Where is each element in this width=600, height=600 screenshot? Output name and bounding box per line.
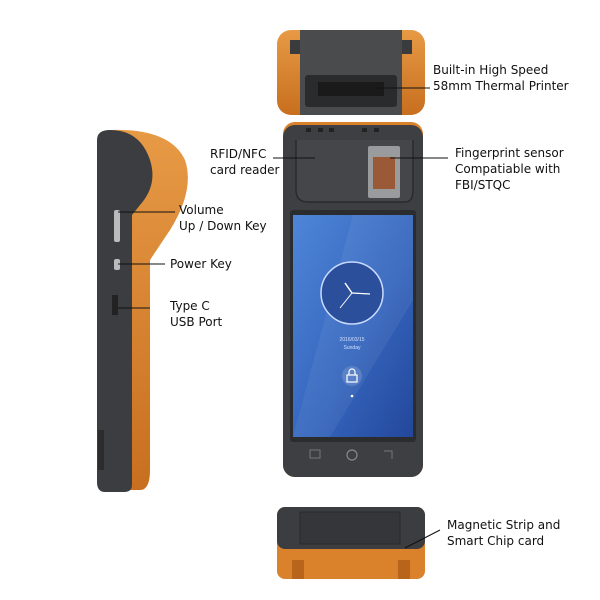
printer-top-view xyxy=(277,30,425,115)
fingerprint-sensor xyxy=(368,146,400,198)
fingerprint-label-line1: Fingerprint sensor xyxy=(455,146,564,160)
leader-lines xyxy=(118,87,448,549)
device-front-view: 2016/03/15 Sunday xyxy=(283,122,423,477)
power-key[interactable] xyxy=(114,259,120,270)
printer-label-line1: Built-in High Speed xyxy=(433,63,549,77)
usb-label: Type C USB Port xyxy=(170,298,222,330)
volume-key[interactable] xyxy=(114,210,120,242)
usb-c-port xyxy=(112,295,118,315)
lock-icon[interactable] xyxy=(342,366,362,386)
rfid-label-line2: card reader xyxy=(210,163,280,177)
volume-label-line2: Up / Down Key xyxy=(179,219,267,233)
fingerprint-label-line2: Compatiable with xyxy=(455,162,561,176)
screen-day: Sunday xyxy=(344,345,361,351)
back-icon[interactable] xyxy=(384,450,393,459)
rfid-label: RFID/NFC card reader xyxy=(210,146,279,178)
power-label: Power Key xyxy=(170,256,232,272)
usb-label-line2: USB Port xyxy=(170,315,223,329)
magnetic-label: Magnetic Strip and Smart Chip card xyxy=(447,517,560,549)
touch-screen xyxy=(293,215,413,437)
menu-icon[interactable] xyxy=(309,449,321,459)
home-icon[interactable] xyxy=(346,449,358,461)
printer-label: Built-in High Speed 58mm Thermal Printer xyxy=(433,62,569,94)
usb-label-line1: Type C xyxy=(170,299,210,313)
device-bottom-view xyxy=(277,507,425,579)
printer-label-line2: 58mm Thermal Printer xyxy=(433,79,569,93)
volume-label-line1: Volume xyxy=(179,203,224,217)
clock-icon xyxy=(320,261,384,325)
magnetic-label-line1: Magnetic Strip and xyxy=(447,518,561,532)
device-side-view xyxy=(97,129,188,492)
fingerprint-label-line3: FBI/STQC xyxy=(455,178,511,192)
power-label-line1: Power Key xyxy=(170,257,232,271)
magnetic-label-line2: Smart Chip card xyxy=(447,534,545,548)
screen-date: 2016/03/15 xyxy=(339,337,364,343)
navigation-bar xyxy=(309,449,393,461)
fingerprint-label: Fingerprint sensor Compatiable with FBI/… xyxy=(455,145,564,193)
rfid-label-line1: RFID/NFC xyxy=(210,147,267,161)
volume-label: Volume Up / Down Key xyxy=(179,202,267,234)
